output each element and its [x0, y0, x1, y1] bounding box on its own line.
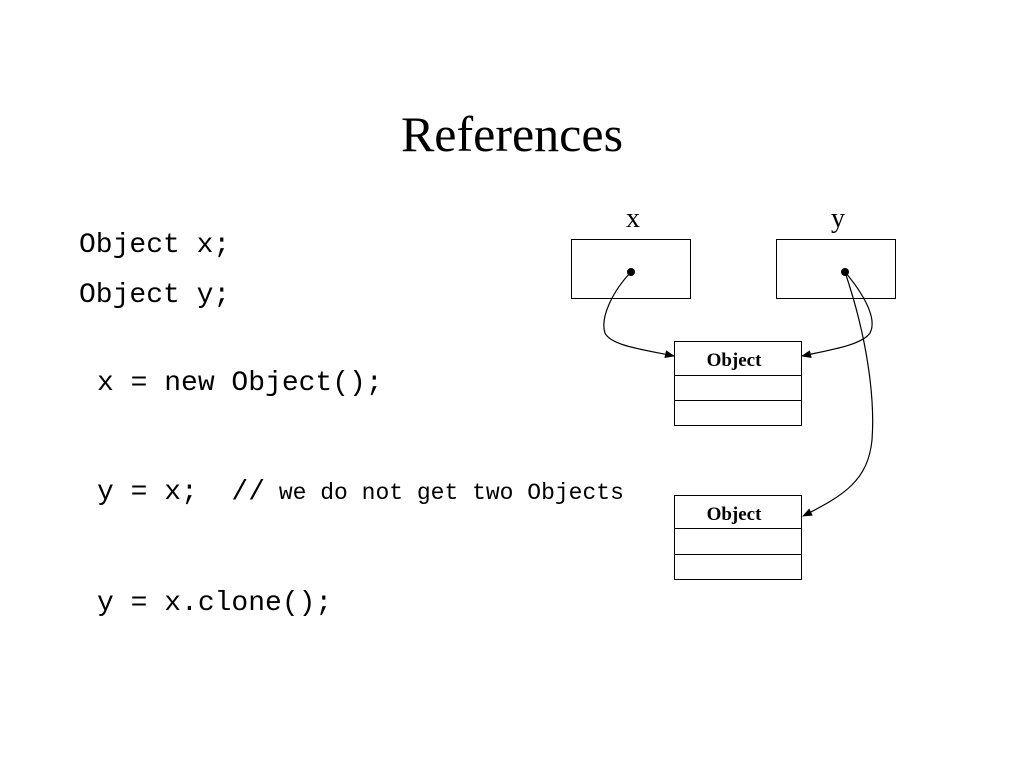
code-declare-y: Object y;: [79, 280, 231, 311]
code-comment-slashes: //: [231, 477, 266, 508]
code-assign-clone: y = x.clone();: [97, 588, 333, 619]
variable-x-label: x: [626, 203, 640, 234]
code-assign-reference: y = x; // we do not get two Objects: [97, 477, 624, 509]
object-box-top-label: Object: [707, 350, 763, 371]
slide-title: References: [400, 106, 624, 162]
variable-x-box: [571, 239, 691, 299]
code-comment-text: we do not get two Objects: [265, 480, 624, 506]
object-box-top-outline: [674, 341, 802, 426]
arrow-y-to-object-bottom: [802, 271, 874, 517]
object-box-bottom-label: Object: [707, 504, 763, 525]
arrow-y-to-object-top: [801, 271, 873, 359]
object-box-bottom-outline: [674, 495, 802, 580]
code-assign-reference-statement: y = x;: [97, 477, 232, 508]
code-declare-x: Object x;: [79, 230, 231, 261]
variable-y-box: [776, 239, 896, 299]
variable-y-label: y: [831, 203, 845, 234]
object-box-bottom: Object: [674, 495, 802, 580]
code-assign-new-object: x = new Object();: [97, 368, 383, 399]
object-box-top: Object: [674, 341, 802, 426]
arrow-x-to-object-top: [603, 271, 675, 359]
